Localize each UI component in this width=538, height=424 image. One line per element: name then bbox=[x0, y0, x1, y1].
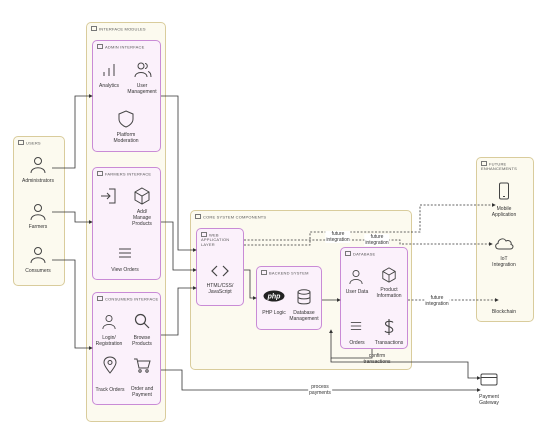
orders-label: Orders bbox=[349, 340, 365, 346]
edge-confirm-transactions bbox=[329, 329, 373, 359]
edge-label-future-integration-blockchain: future integration bbox=[424, 295, 450, 307]
farmers-interface-title: FARMERS INTERFACE bbox=[97, 171, 151, 177]
edge-future-mobile bbox=[244, 203, 496, 246]
backend-system-title: BACKEND SYSTEM bbox=[261, 270, 309, 276]
login-registration-label: Login/ Registration bbox=[95, 335, 123, 347]
cart-icon bbox=[134, 358, 151, 373]
login-icon bbox=[101, 188, 116, 204]
transactions-label: Transactions bbox=[374, 340, 404, 346]
person-icon bbox=[30, 204, 46, 221]
add-manage-products-label: Add/ Manage Products bbox=[132, 209, 152, 227]
track-orders-label: Track Orders bbox=[95, 387, 125, 393]
consumers-label: Consumers bbox=[25, 268, 51, 274]
edge-admins-to-admin-interface bbox=[52, 94, 93, 169]
core-system-title: CORE SYSTEM COMPONENTS bbox=[195, 214, 266, 220]
user-data-label: User Data bbox=[345, 289, 369, 295]
list-icon bbox=[350, 322, 362, 330]
card-icon bbox=[480, 373, 498, 386]
view-orders-label: View Orders bbox=[111, 267, 139, 273]
edge-farmers-to-farmers-interface bbox=[52, 211, 93, 224]
web-layer-title: WEB APPLICATION LAYER bbox=[201, 232, 230, 247]
edge-farmers-to-web bbox=[161, 221, 197, 272]
php-icon: php bbox=[263, 290, 285, 302]
cloud-icon bbox=[495, 238, 514, 250]
edge-label-future-integration-iot: future integration bbox=[364, 234, 390, 246]
edge-admin-to-web bbox=[161, 95, 197, 252]
person-icon bbox=[30, 157, 46, 174]
farmers-label: Farmers bbox=[28, 224, 48, 230]
future-enhancements-group: FUTURE ENHANCEMENTS bbox=[476, 157, 534, 322]
person-icon bbox=[349, 270, 363, 285]
database-group: DATABASE bbox=[340, 247, 408, 349]
order-payment-label: Order and Payment bbox=[130, 386, 154, 398]
person-icon bbox=[102, 315, 116, 330]
person-icon bbox=[30, 247, 46, 264]
php-logic-label: PHP Logic bbox=[262, 310, 286, 316]
edge-label-future-integration-mobile: future integration bbox=[325, 231, 351, 243]
html-css-js-label: HTML/CSS/ JavaScript bbox=[206, 283, 234, 295]
future-enhancements-title: FUTURE ENHANCEMENTS bbox=[481, 161, 517, 171]
edge-backend-to-payment bbox=[330, 358, 481, 380]
edge-consumers-to-web bbox=[161, 286, 197, 336]
php-logo-text: php bbox=[267, 293, 282, 300]
payment-gateway-label: Payment Gateway bbox=[479, 394, 499, 406]
box-icon bbox=[134, 187, 150, 205]
users-title: USERS bbox=[18, 140, 41, 146]
location-pin-icon bbox=[103, 356, 117, 374]
edge-web-to-backend bbox=[244, 269, 257, 300]
administrators-label: Administrators bbox=[22, 178, 54, 184]
admin-interface-title: ADMIN INTERFACE bbox=[97, 44, 144, 50]
people-icon bbox=[134, 62, 152, 78]
database-icon bbox=[297, 289, 311, 305]
shield-icon bbox=[118, 110, 134, 128]
database-title: DATABASE bbox=[345, 251, 375, 257]
user-management-label: User Management bbox=[127, 83, 157, 95]
search-icon bbox=[134, 313, 150, 329]
consumers-interface-title: CONSUMERS INTERFACE bbox=[97, 296, 158, 302]
bar-chart-icon bbox=[103, 64, 115, 76]
list-icon bbox=[119, 248, 131, 258]
blockchain-label: Blockchain bbox=[491, 309, 517, 315]
dollar-icon bbox=[384, 319, 394, 335]
edge-label-confirm-transactions: confirm transactions bbox=[363, 353, 391, 365]
browse-products-label: Browse Products bbox=[132, 335, 152, 347]
edge-label-process-payments: process payments bbox=[308, 384, 332, 396]
code-icon bbox=[211, 265, 229, 277]
product-information-label: Product Information bbox=[376, 287, 402, 299]
interface-modules-title: INTERFACE MODULES bbox=[91, 26, 146, 32]
edge-future-iot bbox=[244, 239, 493, 246]
analytics-label: Analytics bbox=[98, 83, 120, 89]
edge-consumers-to-consumers-interface bbox=[52, 259, 93, 350]
mobile-application-label: Mobile Application bbox=[491, 206, 517, 218]
admin-interface-group: ADMIN INTERFACE bbox=[92, 40, 161, 152]
platform-moderation-label: Platform Moderation bbox=[113, 132, 139, 144]
database-management-label: Database Management bbox=[289, 310, 319, 322]
web-layer-group: WEB APPLICATION LAYER bbox=[196, 228, 244, 306]
phone-icon bbox=[499, 182, 509, 200]
iot-integration-label: IoT Integration bbox=[492, 256, 516, 268]
box-icon bbox=[382, 267, 396, 283]
